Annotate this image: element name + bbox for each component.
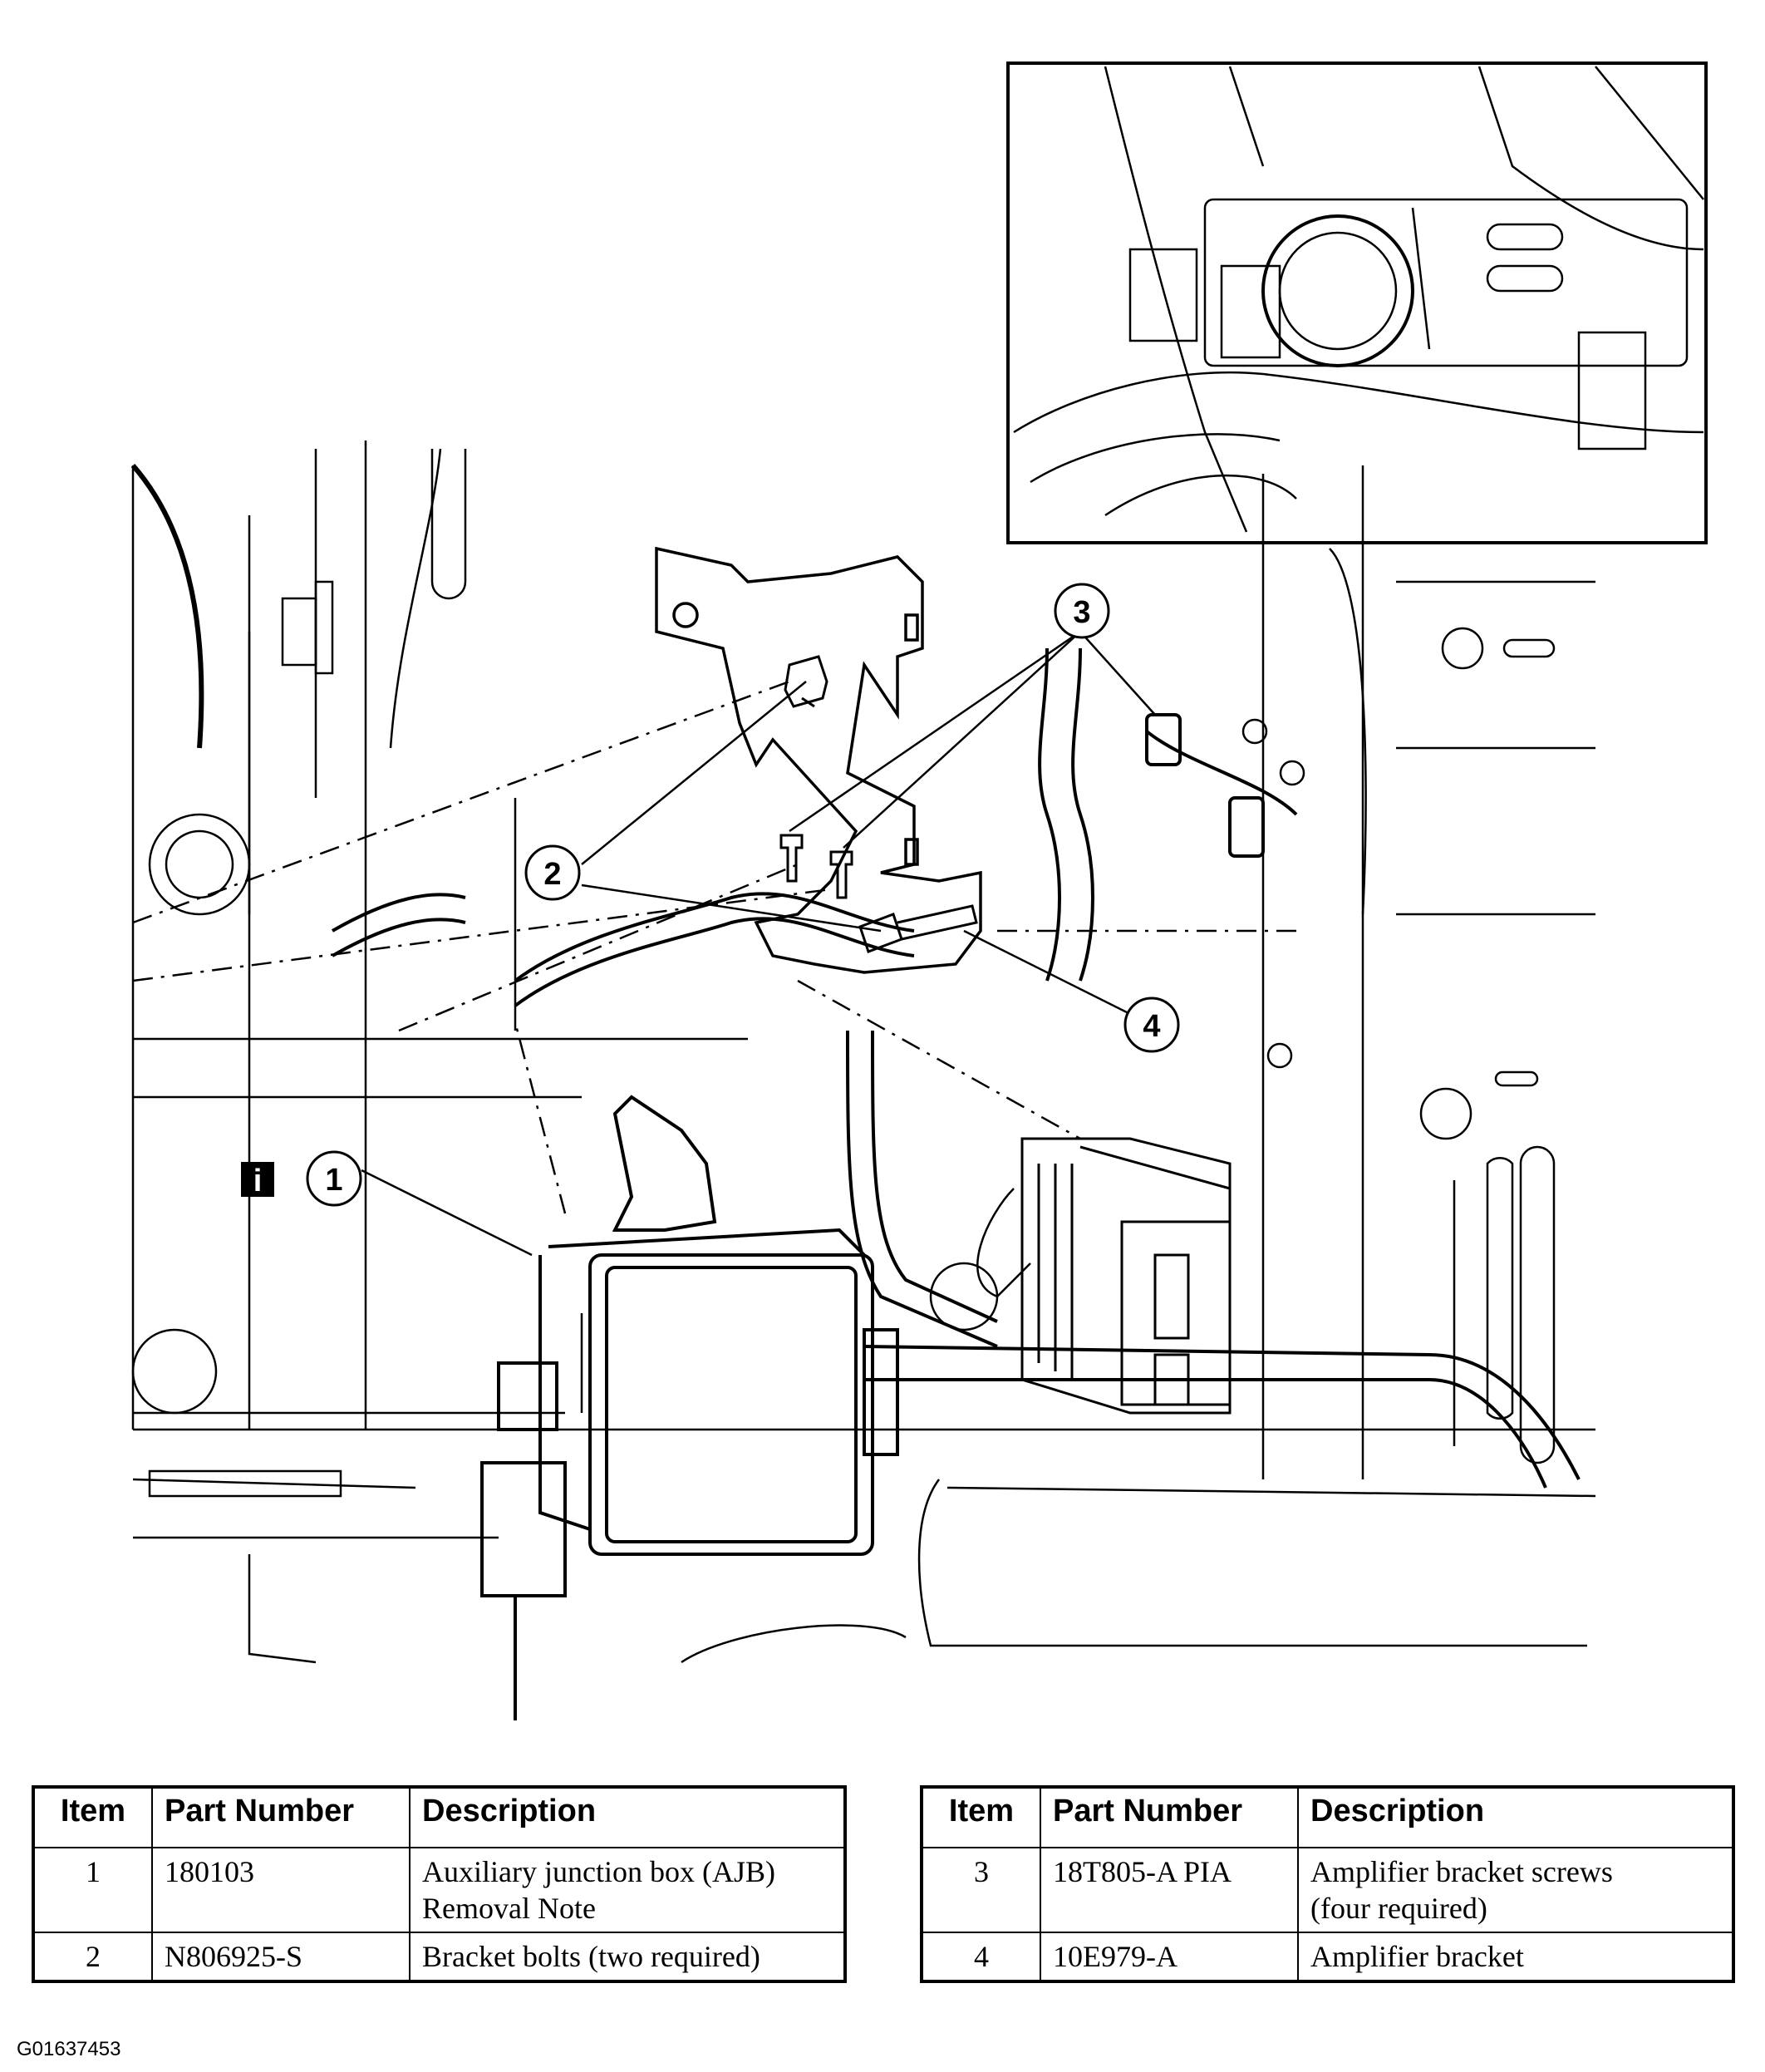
item-cell: 3: [921, 1847, 1041, 1933]
column-header-part-number: Part Number: [151, 1786, 411, 1848]
info-icon: i: [253, 1164, 263, 1198]
bracket-bolt-upper: [784, 655, 828, 708]
table-header-row: Item Part Number Description: [921, 1786, 1734, 1848]
description-cell: Amplifier bracket screws (four required): [1297, 1847, 1734, 1933]
part-number-cell: 18T805-A PIA: [1040, 1847, 1299, 1933]
amplifier-module: [1020, 1137, 1232, 1415]
callout-2-label: 2: [543, 857, 561, 892]
item-cell: 2: [32, 1932, 153, 1982]
callout-1: 1: [306, 1150, 362, 1207]
alignment-lines: [132, 680, 1296, 1214]
part-number-cell: 10E979-A: [1040, 1932, 1299, 1982]
table-row: 4 10E979-A Amplifier bracket: [921, 1932, 1734, 1982]
column-header-description: Description: [1297, 1786, 1734, 1848]
amplifier-bracket-screw: [779, 834, 853, 899]
callout-2: 2: [524, 844, 581, 901]
column-header-part-number: Part Number: [1040, 1786, 1299, 1848]
part-number-cell: 180103: [151, 1847, 411, 1933]
figure-id: G01637453: [17, 2038, 121, 2060]
item-cell: 1: [32, 1847, 153, 1933]
parts-table-right: Item Part Number Description 3 18T805-A …: [920, 1785, 1735, 1983]
description-cell: Amplifier bracket: [1297, 1932, 1734, 1982]
leader-lines: [361, 630, 1156, 1257]
description-line: Bracket bolts (two required): [422, 1940, 760, 1973]
column-header-description: Description: [409, 1786, 846, 1848]
description-line: Auxiliary junction box (AJB): [422, 1855, 775, 1888]
column-header-item: Item: [32, 1786, 153, 1848]
parts-table-left: Item Part Number Description 1 180103 Au…: [32, 1785, 847, 1983]
callout-1-label: 1: [325, 1163, 342, 1198]
description-line: (four required): [1310, 1892, 1487, 1925]
description-line: Amplifier bracket: [1310, 1940, 1524, 1973]
callout-4: 4: [1123, 997, 1180, 1053]
description-cell: Auxiliary junction box (AJB) Removal Not…: [409, 1847, 846, 1933]
description-line: Removal Note: [422, 1892, 596, 1925]
table-row: 2 N806925-S Bracket bolts (two required): [32, 1932, 846, 1982]
auxiliary-junction-box: [480, 1095, 899, 1720]
callout-3: 3: [1054, 583, 1110, 639]
column-header-item: Item: [921, 1786, 1041, 1848]
table-header-row: Item Part Number Description: [32, 1786, 846, 1848]
table-row: 3 18T805-A PIA Amplifier bracket screws …: [921, 1847, 1734, 1933]
info-badge: i: [241, 1162, 274, 1198]
callout-4-label: 4: [1143, 1009, 1160, 1044]
exploded-view-diagram: 1 i 2 3 4: [130, 62, 1708, 1720]
description-line: Amplifier bracket screws: [1310, 1855, 1613, 1888]
vehicle-body-outline: [130, 440, 1596, 1664]
amplifier-bracket: [655, 546, 982, 974]
bracket-bolt-lower: [858, 904, 978, 953]
item-cell: 4: [921, 1932, 1041, 1982]
description-cell: Bracket bolts (two required): [409, 1932, 846, 1982]
callout-3-label: 3: [1073, 595, 1090, 630]
part-number-cell: N806925-S: [151, 1932, 411, 1982]
table-row: 1 180103 Auxiliary junction box (AJB) Re…: [32, 1847, 846, 1933]
inset-view: [1006, 62, 1708, 544]
